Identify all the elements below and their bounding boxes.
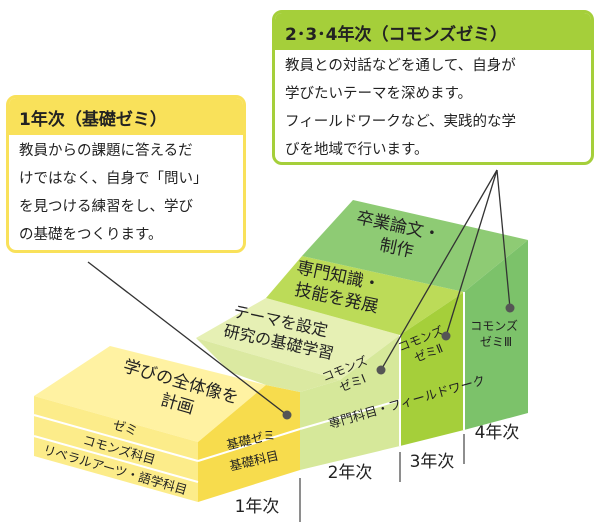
pointer-line-commons2 [445, 169, 498, 337]
callout-year234-line: 学びたいテーマを深めます。 [285, 86, 473, 102]
commons-seminar3-label: コモンズ ゼミⅢ [470, 318, 522, 349]
year1-right-face [198, 385, 300, 502]
callout-year234-line: びを地域で行います。 [285, 142, 429, 158]
pointer-line-commons1 [380, 169, 498, 371]
callout-year234-line: 教員との対話などを通して、自身が [285, 58, 516, 74]
pointer-dot [376, 365, 386, 375]
year-label-2: 2年次 [328, 463, 373, 483]
year3-top-face [266, 256, 464, 335]
callout-year1-title: 1年次（基礎ゼミ） [9, 98, 243, 135]
year-label-1: 1年次 [235, 497, 280, 517]
year2-left-face [196, 338, 340, 392]
pointer-dot [505, 303, 515, 313]
callout-year1-line: けではなく、自身で「問い」 [19, 171, 208, 187]
layer-divider [197, 428, 301, 462]
callout-year1-line: を見つける練習をし、学び [19, 199, 193, 215]
year2-front-face [300, 335, 400, 470]
year-label-4: 4年次 [475, 423, 520, 443]
pointer-dot [282, 410, 292, 420]
callout-year1: 1年次（基礎ゼミ） 教員からの課題に答えるだ けではなく、自身で「問い」 を見つ… [6, 95, 246, 253]
layer-label-seminar: ゼミ [111, 417, 139, 438]
pointer-dot [441, 331, 451, 341]
layer-divider [33, 435, 199, 483]
pointer-line-year1 [87, 261, 288, 416]
year-label-3: 3年次 [410, 452, 455, 472]
layer-divider [33, 414, 199, 462]
year1-left-face [34, 396, 198, 502]
year1-top-face [34, 346, 266, 442]
callout-year234: 2･3･4年次（コモンズゼミ） 教員との対話などを通して、自身が 学びたいテーマ… [272, 10, 594, 165]
callout-year1-line: の基礎をつくります。 [19, 227, 163, 243]
pointer-line-commons3 [496, 169, 511, 309]
year4-front-face [464, 240, 528, 430]
callout-year234-line: フィールドワークなど、実践的な学 [285, 114, 516, 130]
year4-top-face [302, 200, 528, 292]
callout-year1-line: 教員からの課題に答えるだ [19, 143, 193, 159]
callout-year234-title: 2･3･4年次（コモンズゼミ） [275, 13, 591, 50]
year2-top-face [196, 298, 400, 380]
